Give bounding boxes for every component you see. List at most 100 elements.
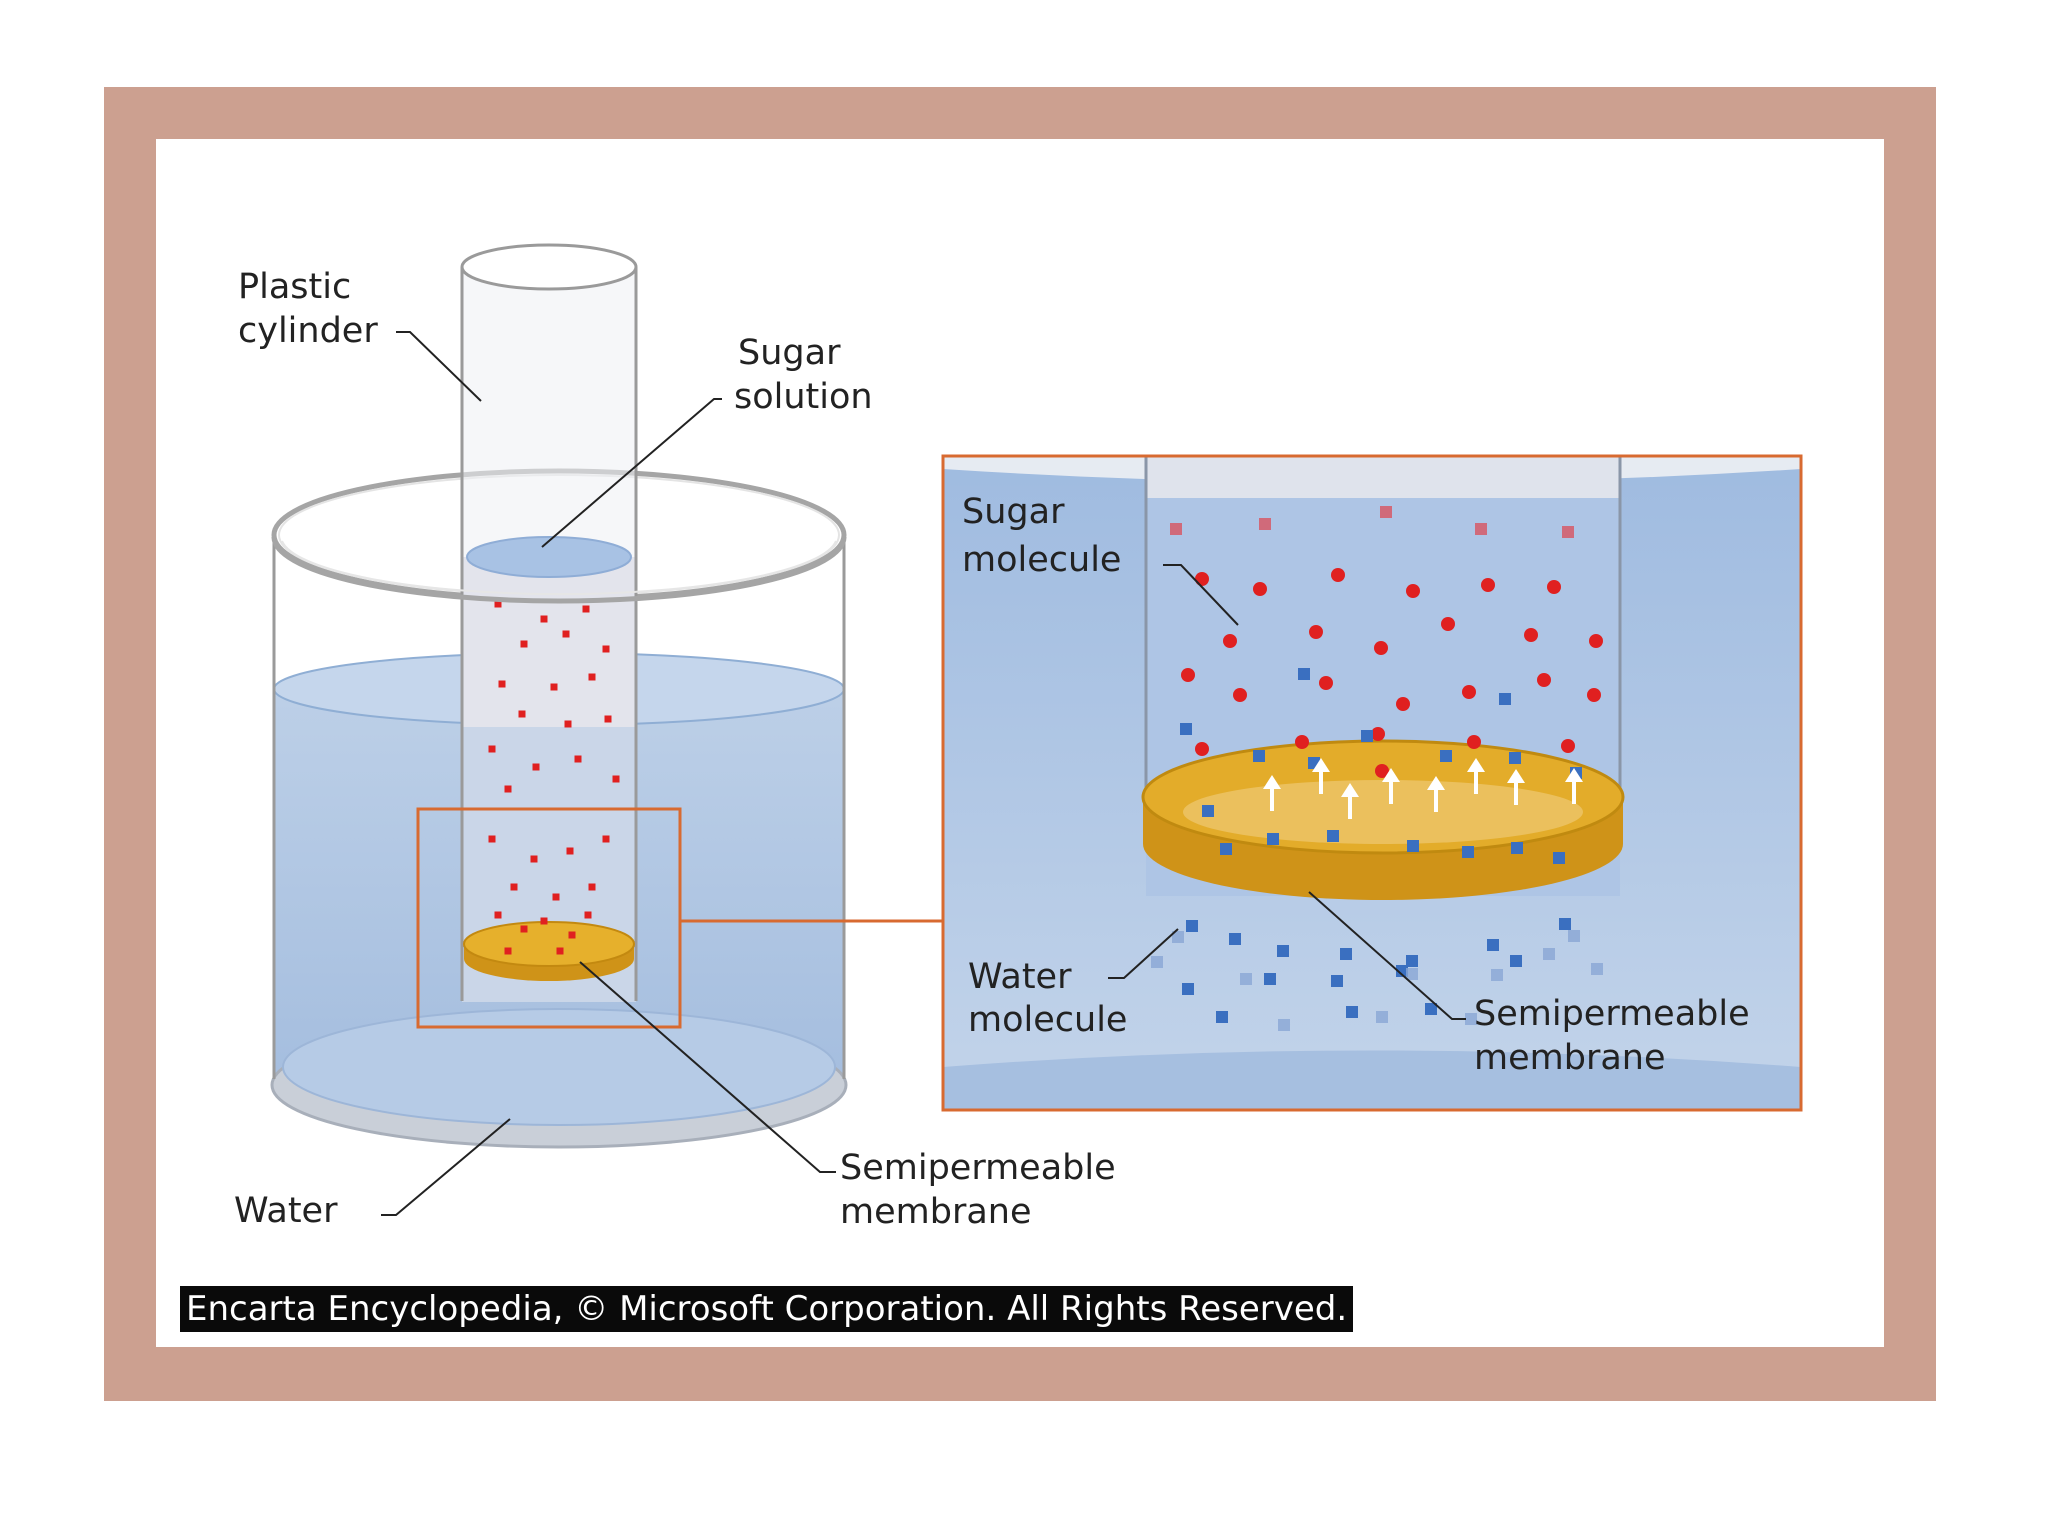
sugar-molecule-dot bbox=[604, 715, 612, 723]
label-plastic: Plastic bbox=[238, 267, 351, 307]
sugar-molecule-dot bbox=[1562, 526, 1574, 538]
water-molecule-dot bbox=[1264, 973, 1276, 985]
label-cylinder: cylinder bbox=[238, 311, 378, 351]
sugar-molecule-dot bbox=[562, 630, 570, 638]
water-molecule-dot bbox=[1511, 842, 1523, 854]
sugar-molecule-dot bbox=[1371, 727, 1385, 741]
sugar-molecule-dot bbox=[1233, 688, 1247, 702]
water-molecule-dot bbox=[1509, 752, 1521, 764]
sugar-molecule-dot bbox=[1561, 739, 1575, 753]
water-molecule-dot bbox=[1406, 955, 1418, 967]
label-membrane: membrane bbox=[840, 1192, 1032, 1232]
sugar-molecule-dot bbox=[494, 600, 502, 608]
sugar-molecule-dot bbox=[1524, 628, 1538, 642]
sugar-molecule-dot bbox=[510, 883, 518, 891]
water-molecule-dot bbox=[1462, 846, 1474, 858]
sugar-molecule-dot bbox=[1295, 735, 1309, 749]
water-molecule-dot bbox=[1440, 750, 1452, 762]
sugar-molecule-dot bbox=[1375, 764, 1389, 778]
sugar-molecule-dot bbox=[1195, 742, 1209, 756]
water-flow-arrow bbox=[1341, 783, 1359, 819]
sugar-molecule-dot bbox=[1374, 641, 1388, 655]
water-molecule-dot bbox=[1240, 973, 1252, 985]
sugar-molecule-dot bbox=[540, 917, 548, 925]
sugar-molecule-dot bbox=[1441, 617, 1455, 631]
water-molecule-dot bbox=[1591, 963, 1603, 975]
water-molecule-dot bbox=[1340, 948, 1352, 960]
sugar-molecule-dot bbox=[582, 605, 590, 613]
sugar-molecule-dot bbox=[1462, 685, 1476, 699]
sugar-molecule-dot bbox=[1170, 523, 1182, 535]
water-molecule-dot bbox=[1220, 843, 1232, 855]
water-molecule-dot bbox=[1278, 1019, 1290, 1031]
sugar-molecule-dot bbox=[566, 847, 574, 855]
water-flow-arrow bbox=[1382, 768, 1400, 804]
water-molecule-dot bbox=[1407, 840, 1419, 852]
water-molecule-dot bbox=[1229, 933, 1241, 945]
sugar-molecule-dot bbox=[552, 893, 560, 901]
copyright-caption: Encarta Encyclopedia, © Microsoft Corpor… bbox=[180, 1286, 1354, 1332]
sugar-molecule-dot bbox=[518, 710, 526, 718]
water-flow-arrow bbox=[1467, 758, 1485, 794]
sugar-molecule-dot bbox=[550, 683, 558, 691]
water-molecule-dot bbox=[1568, 930, 1580, 942]
sugar-molecule-dot bbox=[488, 745, 496, 753]
water-molecule-dot bbox=[1172, 931, 1184, 943]
water-molecule-dot bbox=[1182, 983, 1194, 995]
cylinder-sugar-dots bbox=[488, 600, 620, 955]
sugar-molecule-dot bbox=[504, 785, 512, 793]
leader-lines bbox=[381, 331, 1466, 1216]
cylinder-top bbox=[460, 243, 638, 291]
sugar-molecule-dot bbox=[520, 925, 528, 933]
water-molecule-dot bbox=[1559, 918, 1571, 930]
inset-label-water: Water bbox=[968, 957, 1072, 997]
water-molecule-dot bbox=[1253, 750, 1265, 762]
water-molecule-dot bbox=[1267, 833, 1279, 845]
water-molecule-dot bbox=[1376, 1011, 1388, 1023]
sugar-molecule-dot bbox=[494, 911, 502, 919]
water-molecule-dot bbox=[1543, 948, 1555, 960]
sugar-molecule-dot bbox=[488, 835, 496, 843]
sugar-molecule-dot bbox=[1319, 676, 1333, 690]
water-molecule-dot bbox=[1277, 945, 1289, 957]
water-flow-arrows bbox=[1263, 758, 1583, 819]
water-molecule-dot bbox=[1510, 955, 1522, 967]
sugar-molecule-dot bbox=[574, 755, 582, 763]
sugar-molecule-dot bbox=[1331, 568, 1345, 582]
inset-label-water-molecule: molecule bbox=[968, 1000, 1127, 1040]
sugar-molecule-dot bbox=[1547, 580, 1561, 594]
inset-zoom bbox=[941, 454, 1803, 1112]
sugar-molecule-dot bbox=[1481, 578, 1495, 592]
diagram-panel: Plastic cylinder Sugar solution Water Se… bbox=[156, 139, 1884, 1347]
sugar-molecule-dot bbox=[1406, 584, 1420, 598]
water-molecule-dot bbox=[1406, 968, 1418, 980]
water-molecule-dot bbox=[1425, 1003, 1437, 1015]
water-molecule-dot bbox=[1553, 852, 1565, 864]
water-molecule-dot bbox=[1499, 693, 1511, 705]
sugar-molecule-dot bbox=[588, 883, 596, 891]
sugar-molecule-dot bbox=[1587, 688, 1601, 702]
label-semipermeable: Semipermeable bbox=[840, 1148, 1116, 1188]
inset-label-sugar: Sugar bbox=[962, 492, 1065, 532]
sugar-molecule-dot bbox=[1537, 673, 1551, 687]
sugar-molecule-dot bbox=[584, 911, 592, 919]
sugar-molecule-dot bbox=[568, 931, 576, 939]
water-molecule-dot bbox=[1487, 939, 1499, 951]
sugar-molecule-dot bbox=[602, 645, 610, 653]
sugar-molecule-dot bbox=[1380, 506, 1392, 518]
inset-label-semipermeable: Semipermeable bbox=[1474, 994, 1750, 1034]
water-flow-arrow bbox=[1507, 769, 1525, 805]
water-molecule-dot bbox=[1202, 805, 1214, 817]
water-molecule-dot bbox=[1298, 668, 1310, 680]
beaker-base-inner bbox=[282, 1008, 836, 1126]
sugar-molecule-dot bbox=[520, 640, 528, 648]
sugar-molecule-dot bbox=[530, 855, 538, 863]
inset-label-molecule: molecule bbox=[962, 540, 1121, 580]
solution-surface bbox=[466, 536, 632, 578]
water-molecule-dot bbox=[1491, 969, 1503, 981]
water-molecule-dot bbox=[1361, 730, 1373, 742]
sugar-molecule-dot bbox=[1259, 518, 1271, 530]
sugar-molecule-dot bbox=[588, 673, 596, 681]
water-flow-arrow bbox=[1565, 768, 1583, 804]
water-molecule-dot bbox=[1396, 965, 1408, 977]
